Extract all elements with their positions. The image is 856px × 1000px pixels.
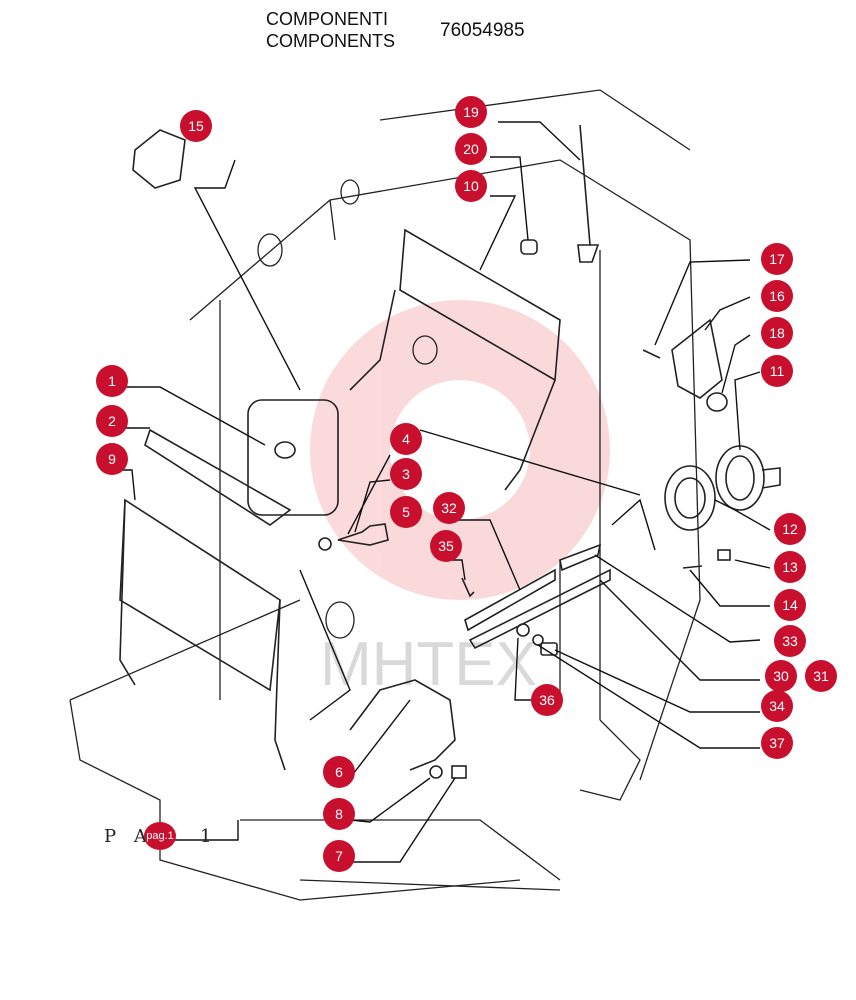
watermark-logo [310,300,610,600]
callout-15[interactable]: 15 [180,110,212,142]
callout-33[interactable]: 33 [774,625,806,657]
title-italian: COMPONENTI [266,9,389,29]
callout-7[interactable]: 7 [323,840,355,872]
drawing-title-block: COMPONENTI COMPONENTS [266,8,395,52]
callout-4[interactable]: 4 [390,423,422,455]
part-number: 76054985 [440,20,525,41]
callout-31[interactable]: 31 [805,660,837,692]
callout-2[interactable]: 2 [96,405,128,437]
page-ref-suffix: 1 [200,826,212,847]
callout-13[interactable]: 13 [774,551,806,583]
callout-6[interactable]: 6 [323,756,355,788]
leader-lines [115,121,771,863]
page-reference: P A [104,826,153,847]
callout-19[interactable]: 19 [455,96,487,128]
callout-34[interactable]: 34 [761,690,793,722]
callout-30[interactable]: 30 [765,660,797,692]
page-ref-prefix-a: P [104,826,123,847]
callout-9[interactable]: 9 [96,443,128,475]
callout-3[interactable]: 3 [390,458,422,490]
callout-10[interactable]: 10 [455,170,487,202]
callout-18[interactable]: 18 [761,317,793,349]
page-link-badge[interactable]: pag.1 [144,822,176,850]
callout-32[interactable]: 32 [433,492,465,524]
callout-14[interactable]: 14 [774,589,806,621]
callout-8[interactable]: 8 [323,798,355,830]
callout-5[interactable]: 5 [390,496,422,528]
callout-12[interactable]: 12 [774,513,806,545]
page-ref-prefix-b: A [134,826,153,847]
title-english: COMPONENTS [266,31,396,51]
callout-36[interactable]: 36 [531,684,563,716]
callout-35[interactable]: 35 [430,530,462,562]
callout-1[interactable]: 1 [96,365,128,397]
callout-37[interactable]: 37 [761,727,793,759]
callout-17[interactable]: 17 [761,243,793,275]
callout-11[interactable]: 11 [761,355,793,387]
callout-20[interactable]: 20 [455,133,487,165]
watermark-text: МНТЕХ [320,630,537,699]
callout-16[interactable]: 16 [761,280,793,312]
parts-outlines [119,124,781,779]
